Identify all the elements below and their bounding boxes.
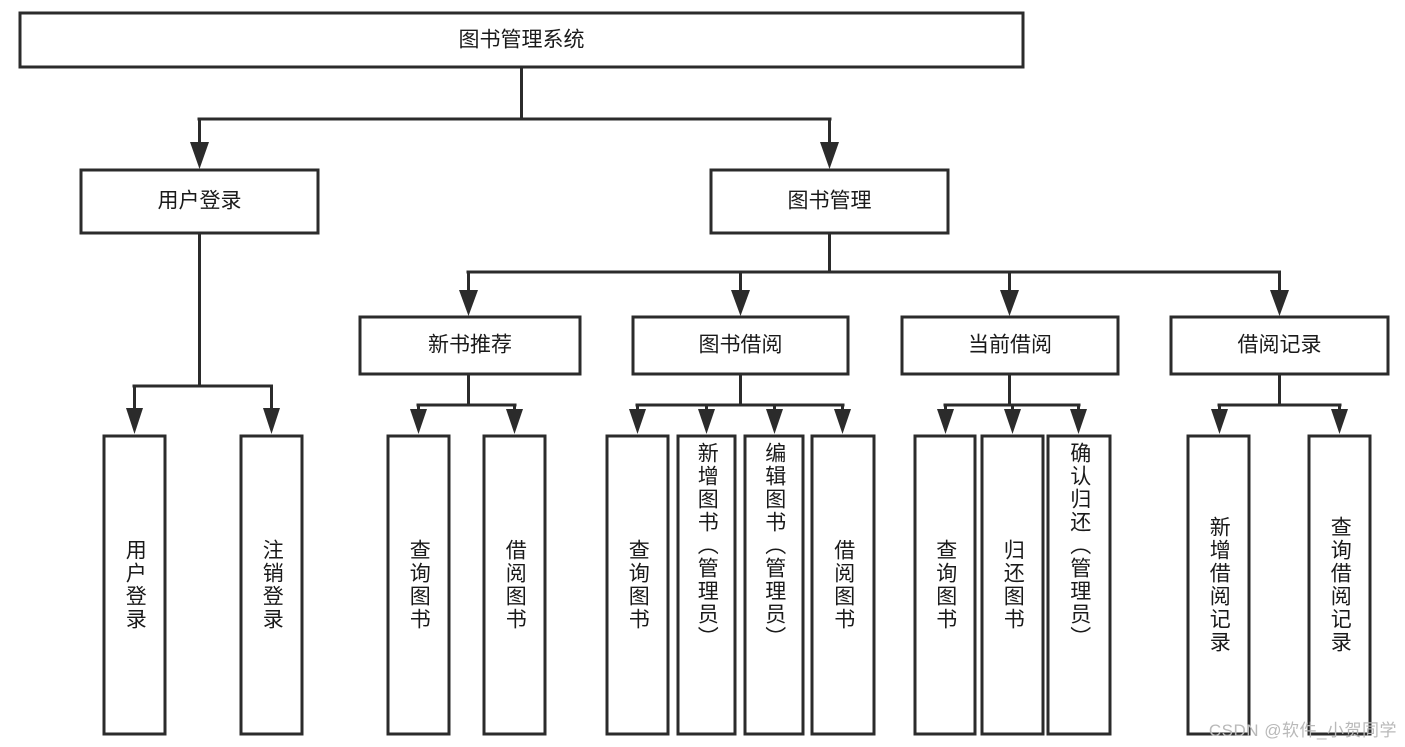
arrow-head-leaf-edit-book (766, 409, 783, 434)
node-box-current-borrow[interactable] (900, 315, 1120, 376)
arrow-head-borrow-record (1270, 290, 1289, 316)
connector-group-root-to-level2 (190, 65, 839, 169)
connector-group-book-borrow-children (629, 372, 851, 434)
leaf-box-logout[interactable] (239, 434, 304, 736)
node-label-book-management: 图书管理 (788, 190, 872, 213)
arrow-head-to-user-login (190, 142, 209, 169)
node-label-new-book-recommend: 新书推荐 (428, 334, 512, 357)
node-box-borrow-record[interactable] (1169, 315, 1390, 376)
csdn-watermark: CSDN @软件_小贺同学 (1208, 721, 1397, 740)
arrow-head-leaf-confirm-return (1070, 409, 1087, 434)
leaf-box-edit-book-admin[interactable] (743, 434, 805, 736)
arrow-head-leaf-return-book (1004, 409, 1021, 434)
arrow-head-new-book-rec (459, 290, 478, 316)
leaf-box-confirm-return-admin[interactable] (1046, 434, 1112, 736)
arrow-head-leaf-query-book-2 (629, 409, 646, 434)
node-label-user-login: 用户登录 (158, 190, 242, 213)
arrow-head-leaf-query-book-3 (937, 409, 954, 434)
node-box-user-login[interactable] (79, 168, 320, 235)
node-box-new-book-recommend[interactable] (358, 315, 582, 376)
node-box-book-management[interactable] (709, 168, 950, 235)
node-label-book-borrow: 图书借阅 (699, 334, 783, 357)
connector-group-book-mgmt-children (459, 231, 1289, 316)
arrow-head-current-borrow (1000, 290, 1019, 316)
node-label-root: 图书管理系统 (459, 29, 585, 52)
leaf-box-borrow-book-1[interactable] (482, 434, 547, 736)
arrow-head-leaf-add-record (1211, 409, 1228, 434)
leaf-box-query-book-1[interactable] (386, 434, 451, 736)
arrow-head-book-borrow (731, 290, 750, 316)
arrow-head-leaf-add-book (698, 409, 715, 434)
arrow-head-leaf-borrow-book-1 (506, 409, 523, 434)
leaf-box-query-book-2[interactable] (605, 434, 670, 736)
connector-group-current-borrow-children (937, 372, 1087, 434)
arrow-head-leaf-query-record (1331, 409, 1348, 434)
arrow-head-leaf-logout (263, 408, 280, 434)
arrow-head-to-book-mgmt (820, 142, 839, 169)
leaf-box-borrow-book-2[interactable] (810, 434, 876, 736)
arrow-head-leaf-query-book-1 (410, 409, 427, 434)
leaf-box-user-login[interactable] (102, 434, 167, 736)
arrow-head-leaf-borrow-book-2 (834, 409, 851, 434)
leaf-box-add-borrow-record[interactable] (1186, 434, 1251, 736)
node-box-root[interactable] (18, 11, 1025, 69)
node-box-book-borrow[interactable] (631, 315, 850, 376)
leaf-box-query-borrow-record[interactable] (1307, 434, 1372, 736)
arrow-head-leaf-user-login (126, 408, 143, 434)
connector-group-user-login-children (126, 231, 280, 434)
node-label-current-borrow: 当前借阅 (968, 334, 1052, 357)
connector-group-borrow-record-children (1211, 372, 1348, 434)
leaf-box-query-book-3[interactable] (913, 434, 977, 736)
node-label-borrow-record: 借阅记录 (1238, 334, 1322, 357)
leaf-box-add-book-admin[interactable] (676, 434, 737, 736)
leaf-box-return-book[interactable] (980, 434, 1045, 736)
connector-group-new-book-rec-children (410, 372, 523, 434)
